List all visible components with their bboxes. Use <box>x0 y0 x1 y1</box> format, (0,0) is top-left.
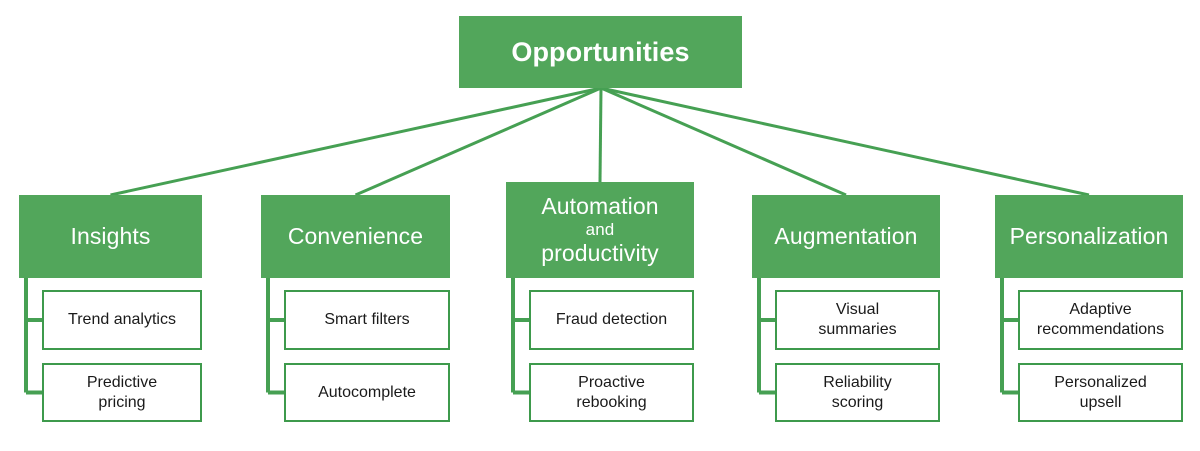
branch-node-automation-and-productivity[interactable]: Automation and productivity <box>506 182 694 278</box>
leaf-node-smart-filters[interactable]: Smart filters <box>284 290 450 350</box>
root-to-branch-connector-3 <box>600 86 847 197</box>
leaf-node-reliability-scoring[interactable]: Reliability scoring <box>775 363 940 422</box>
leaf-node-label: Visual summaries <box>818 301 897 338</box>
leaf-node-personalized-upsell[interactable]: Personalized upsell <box>1018 363 1183 422</box>
branch-node-label: Convenience <box>287 223 424 250</box>
leaf-node-predictive-pricing[interactable]: Predictive pricing <box>42 363 202 422</box>
branch-node-label: Personalization <box>1009 223 1169 250</box>
root-to-branch-connector-4 <box>600 86 1090 197</box>
leaf-node-fraud-detection[interactable]: Fraud detection <box>529 290 694 350</box>
root-to-branch-connector-2 <box>598 87 603 183</box>
leaf-node-adaptive-recommendations[interactable]: Adaptive recommendations <box>1018 290 1183 350</box>
leaf-node-label: Adaptive recommendations <box>1036 301 1165 338</box>
branch-node-label: Augmentation <box>774 223 918 250</box>
leaf-node-label: Proactive rebooking <box>576 373 647 411</box>
branch-node-insights[interactable]: Insights <box>19 195 202 278</box>
leaf-node-label: Predictive pricing <box>86 373 158 411</box>
leaf-node-proactive-rebooking[interactable]: Proactive rebooking <box>529 363 694 422</box>
branch-node-convenience[interactable]: Convenience <box>261 195 450 278</box>
leaf-node-visual-summaries[interactable]: Visual summaries <box>775 290 940 350</box>
leaf-node-label: Fraud detection <box>555 311 668 328</box>
root-to-branch-connector-0 <box>110 86 602 197</box>
branch-node-label: Insights <box>70 223 151 250</box>
leaf-node-label: Smart filters <box>324 311 410 328</box>
leaf-node-label: Autocomplete <box>318 383 416 401</box>
leaf-node-label: Trend analytics <box>68 311 176 328</box>
branch-node-augmentation[interactable]: Augmentation <box>752 195 940 278</box>
branch-node-personalization[interactable]: Personalization <box>995 195 1183 278</box>
root-to-branch-connector-1 <box>354 86 602 197</box>
root-node-label: Opportunities <box>511 36 690 67</box>
root-node-opportunities[interactable]: Opportunities <box>459 16 742 88</box>
leaf-node-label: Personalized upsell <box>1054 373 1147 411</box>
leaf-node-autocomplete[interactable]: Autocomplete <box>284 363 450 422</box>
leaf-node-trend-analytics[interactable]: Trend analytics <box>42 290 202 350</box>
leaf-node-label: Reliability scoring <box>823 373 892 411</box>
branch-node-label: Automation and productivity <box>541 193 659 266</box>
